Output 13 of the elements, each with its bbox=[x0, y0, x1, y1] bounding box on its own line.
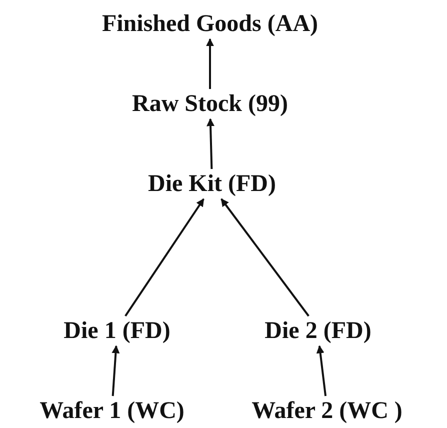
arrow bbox=[124, 198, 204, 317]
node-label: Wafer 2 (WC ) bbox=[250, 398, 404, 424]
node-label: Die 1 (FD) bbox=[62, 318, 172, 344]
node-label: Wafer 1 (WC) bbox=[38, 398, 186, 424]
node-label: Finished Goods (AA) bbox=[100, 11, 320, 37]
arrow bbox=[206, 38, 214, 89]
node-label: Die 2 (FD) bbox=[262, 318, 374, 344]
node-label: Die Kit (FD) bbox=[146, 171, 278, 197]
arrow bbox=[316, 345, 327, 396]
arrow bbox=[112, 345, 120, 396]
arrow bbox=[206, 118, 215, 170]
node-label: Raw Stock (99) bbox=[130, 91, 290, 117]
arrow bbox=[220, 198, 310, 317]
